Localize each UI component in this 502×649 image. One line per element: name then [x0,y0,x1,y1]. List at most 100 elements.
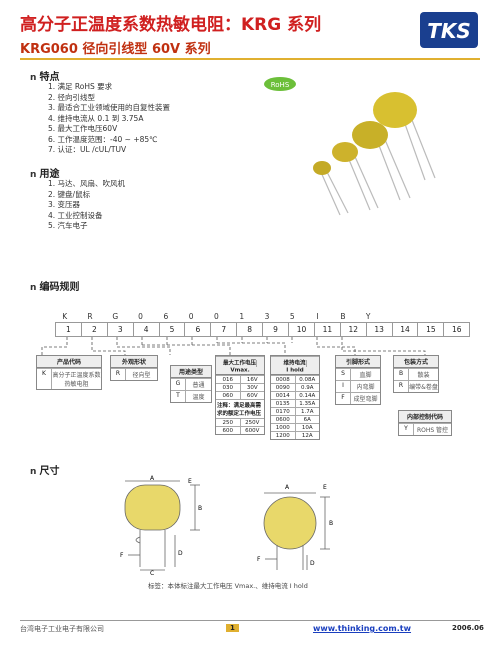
coding-heading: n 编码规则 [30,282,80,293]
code-letter: 0 [138,312,143,321]
option-key: B [394,369,409,380]
option-value: 温度 [192,394,205,401]
code-position-cell: 16 [444,323,470,336]
option-value: 普通 [192,382,205,389]
spec-code: 0135 [271,400,296,407]
spec-value: 6A [303,416,311,423]
svg-text:D: D [310,560,315,567]
spec-code: 1200 [271,432,296,439]
code-position-cell: 11 [314,323,341,336]
spec-value: 0.08A [299,376,316,383]
spec-value: 1.7A [300,408,314,415]
application-item: 2. 键盘/鼠标 [48,189,91,199]
option-key: S [336,369,351,380]
title-divider [20,58,480,60]
code-position-cell: 14 [392,323,419,336]
svg-text:A: A [150,475,155,482]
dimension-drawing-right: A E B F D [257,484,333,570]
spec-row: 060 60V [216,391,264,399]
spec-value: 60V [246,392,258,399]
applications-heading: n 用途 [30,169,60,180]
footer-url-link[interactable]: www.thinking.com.tw [313,624,412,633]
feature-item: 6. 工作温度范围：-40 ~ +85℃ [48,134,158,144]
spec-code: 0008 [271,376,296,383]
code-letter: 5 [289,312,295,321]
footer-company: 台湾电子工业电子有限公司 [20,625,104,633]
application-item: 5. 汽车电子 [48,221,88,230]
feature-item: 5. 最大工作电压60V [48,124,118,133]
spec-code: 030 [216,384,241,391]
spec-value: 0.14A [299,392,316,399]
company-logo: TKS [418,8,480,52]
code-letter: Y [365,312,371,321]
option-value: 直脚 [359,372,372,379]
spec-code: 1000 [271,424,296,431]
option-value: 成型弯脚 [353,396,378,403]
code-position-cell: 7 [211,323,238,336]
voltage-note: 注释：满足最高需求的额定工作电压 [216,399,264,418]
code-option-row: S 直脚 [336,368,380,380]
page-subtitle: KRG060 径向引线型 60V 系列 [20,42,211,57]
logo-icon: TKS [420,12,478,48]
spec-value: 30V [246,384,258,391]
svg-text:A: A [285,484,290,491]
feature-item: 7. 认证：UL /cUL/TUV [48,145,127,154]
code-position-cell: 12 [340,323,367,336]
spec-code: 0600 [271,416,296,423]
code-letter: I [316,312,319,321]
option-key: F [336,393,351,404]
option-key: R [394,381,409,392]
svg-text:E: E [323,484,327,491]
spec-value: 12A [301,432,313,439]
dimension-drawing-left: A E B F D C [120,475,202,575]
svg-text:TKS: TKS [427,19,471,43]
svg-text:F: F [257,556,261,563]
spec-value: 16V [246,376,258,383]
code-letter: 0 [214,312,219,321]
code-position-cell: 5 [159,323,186,336]
svg-text:D: D [178,550,183,557]
code-letter: R [87,312,93,321]
feature-item: 3. 最适合工业领域使用的自复性装置 [48,103,171,112]
code-position-cell: 9 [263,323,290,336]
svg-text:B: B [329,520,333,527]
bullet-icon: n [30,170,40,180]
application-item: 3. 变压器 [48,200,81,209]
code-letter: B [340,312,346,321]
option-value: 内弯脚 [356,384,375,391]
spec-value: 10A [301,424,313,431]
code-position-cell: 1 [56,323,82,336]
option-key: G [171,379,186,390]
dimensions-heading: n 尺寸 [30,466,60,477]
application-item: 1. 马达、风扇、吹风机 [48,179,126,188]
code-position-cell: 3 [107,323,134,336]
product-photo [313,92,436,216]
code-position-cell: 13 [366,323,393,336]
spec-value: 0.9A [300,384,314,391]
svg-text:E: E [188,478,192,485]
spec-code: 060 [216,392,241,399]
features-heading: n 特点 [30,72,60,83]
code-letter: K [62,312,68,321]
svg-text:RoHS: RoHS [271,81,290,89]
code-letter: 6 [163,312,169,321]
application-item: 4. 工业控制设备 [48,210,103,220]
code-position-cell: 6 [185,323,212,336]
feature-item: 1. 满足 RoHS 要求 [48,82,113,91]
code-letter: G [112,312,119,321]
bullet-icon: n [30,467,40,477]
